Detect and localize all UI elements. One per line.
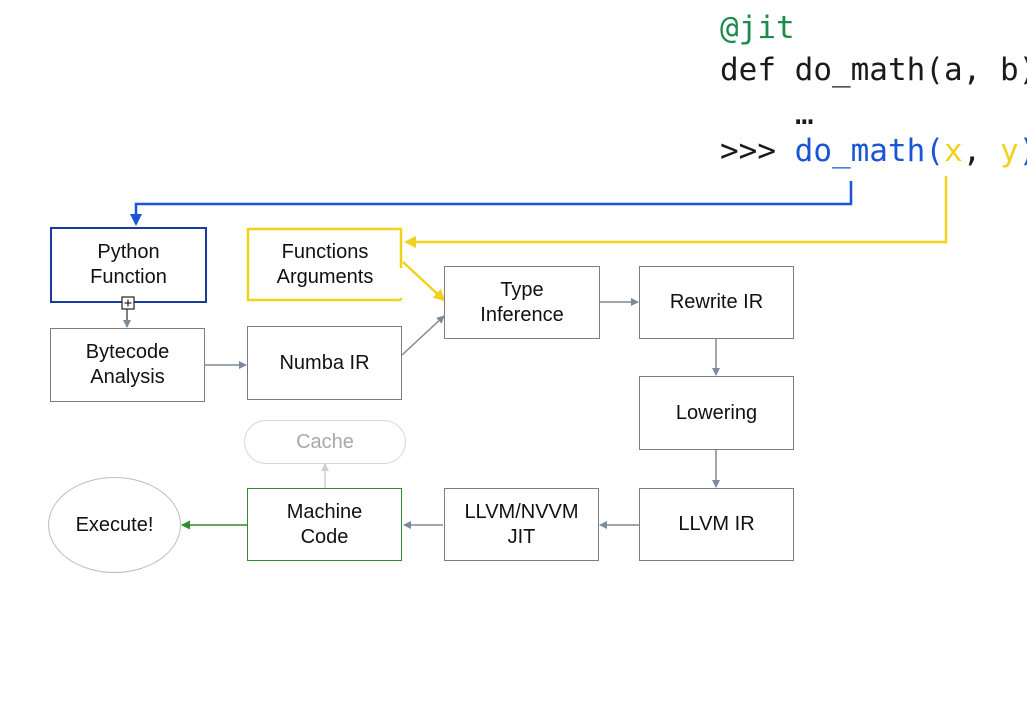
code-call-name: do_math <box>794 133 926 169</box>
llvm-nvvm-jit-node: LLVM/NVVM JIT <box>444 488 599 561</box>
cache-node: Cache <box>244 420 406 464</box>
code-call-open: ( <box>925 133 944 169</box>
numba-ir-to-type-inference-arrow <box>401 315 445 356</box>
expand-icon <box>121 296 135 310</box>
llvm-ir-node: LLVM IR <box>639 488 794 561</box>
code-arg-x: x <box>943 133 963 169</box>
code-decorator-line: @jit <box>720 8 795 48</box>
code-ellipsis: … <box>795 96 814 132</box>
code-call-line: >>> do_math(x, y) <box>720 131 1027 171</box>
call-to-python-function-arrow <box>130 181 853 226</box>
code-decorator: @jit <box>720 10 795 46</box>
python-function-node: Python Function <box>50 227 207 303</box>
execute-node: Execute! <box>48 477 181 573</box>
code-def-line: def do_math(a, b) <box>720 52 1027 88</box>
code-call-sep: , <box>962 133 1000 169</box>
functions-arguments-to-type-inference-arrow <box>402 261 446 302</box>
code-arg-y: y <box>999 133 1019 169</box>
lowering-node: Lowering <box>639 376 794 450</box>
functions-arguments-bracket <box>246 227 403 302</box>
numba-ir-node: Numba IR <box>247 326 402 400</box>
machine-code-node: Machine Code <box>247 488 402 561</box>
type-inference-node: Type Inference <box>444 266 600 339</box>
code-call-close: ) <box>1019 133 1027 169</box>
args-to-functions-arguments-arrow <box>404 176 948 248</box>
code-prompt: >>> <box>720 133 795 169</box>
rewrite-ir-node: Rewrite IR <box>639 266 794 339</box>
bytecode-analysis-node: Bytecode Analysis <box>50 328 205 402</box>
functions-arguments-node: Functions Arguments <box>276 241 374 288</box>
